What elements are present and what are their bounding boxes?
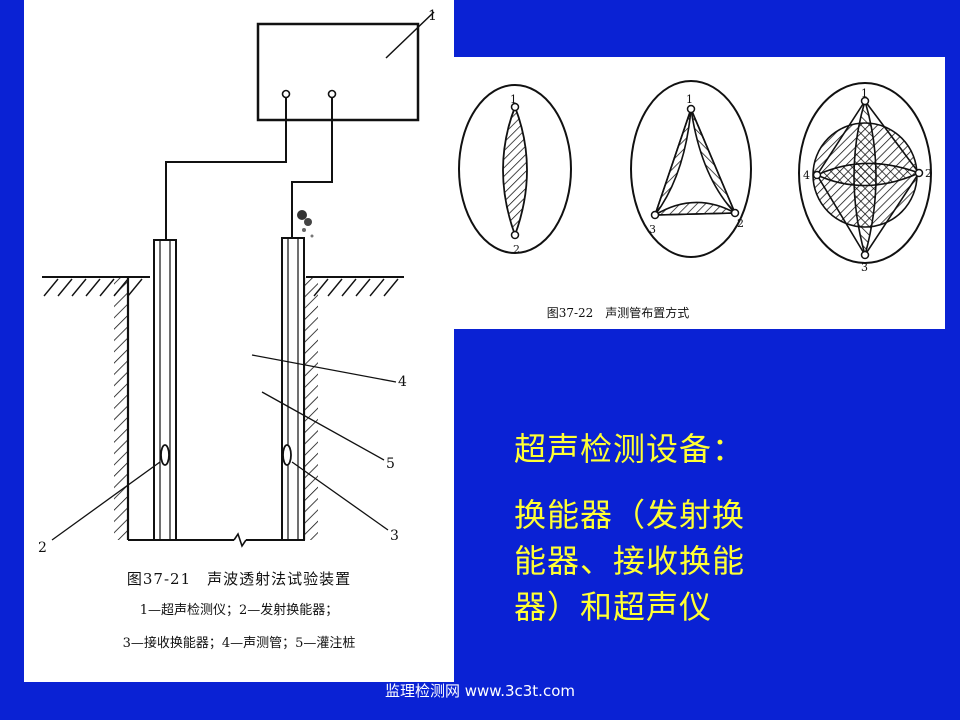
layout-c-label-3: 3 — [861, 261, 868, 274]
layout-four-tubes: 1 2 3 4 — [798, 82, 932, 274]
layout-a-label-1: 1 — [510, 93, 517, 106]
equipment-heading: 超声检测设备： — [514, 430, 746, 468]
cable-left — [165, 98, 287, 240]
equipment-body-line3: 器）和超声仪 — [514, 588, 713, 626]
label-2: 2 — [38, 540, 47, 556]
label-4: 4 — [398, 374, 407, 390]
tube-layout-caption: 图37-22 声测管布置方式 — [546, 306, 690, 320]
layout-b-label-2: 2 — [737, 217, 744, 230]
equipment-body-line2: 能器、接收换能 — [514, 542, 746, 580]
apparatus-diagram: 1 — [38, 8, 437, 556]
layout-b-label-3: 3 — [649, 223, 656, 236]
tube-layout-figure: 1 2 1 2 3 1 2 — [453, 57, 945, 329]
footer-watermark[interactable]: 监理检测网 www.3c3t.com — [385, 682, 575, 700]
equipment-text: 超声检测设备： 换能器（发射换 能器、接收换能 器）和超声仪 — [514, 426, 934, 630]
label-1: 1 — [428, 8, 437, 24]
tube-layout-diagram: 1 2 1 2 3 1 2 — [458, 80, 932, 274]
layout-c-label-1: 1 — [861, 87, 868, 100]
receiver-probe — [282, 444, 292, 466]
label-5: 5 — [386, 456, 395, 472]
layout-three-tubes: 1 2 3 — [630, 80, 752, 258]
sonic-tube-right — [281, 237, 305, 541]
apparatus-caption: 图37-21 声波透射法试验装置 1—超声检测仪；2—发射换能器； 3—接收换能… — [24, 568, 454, 651]
label-3: 3 — [390, 528, 399, 544]
cable-right — [291, 98, 333, 238]
transmitter-probe — [160, 444, 170, 466]
apparatus-legend-line2: 3—接收换能器；4—声测管；5—灌注桩 — [122, 636, 356, 651]
layout-c-label-4: 4 — [803, 169, 810, 182]
apparatus-figure: 1 — [24, 0, 454, 682]
sonic-tube-left — [153, 239, 177, 541]
layout-a-label-2: 2 — [513, 243, 520, 256]
layout-b-label-1: 1 — [686, 93, 693, 106]
equipment-body-line1: 换能器（发射换 — [514, 496, 746, 534]
layout-two-tubes: 1 2 — [458, 84, 572, 256]
ultrasonic-instrument-box — [256, 22, 420, 122]
layout-c-label-2: 2 — [925, 167, 932, 180]
apparatus-legend-line1: 1—超声检测仪；2—发射换能器； — [139, 603, 339, 618]
apparatus-caption-title: 图37-21 声波透射法试验装置 — [126, 570, 352, 588]
ink-blot — [297, 210, 314, 238]
